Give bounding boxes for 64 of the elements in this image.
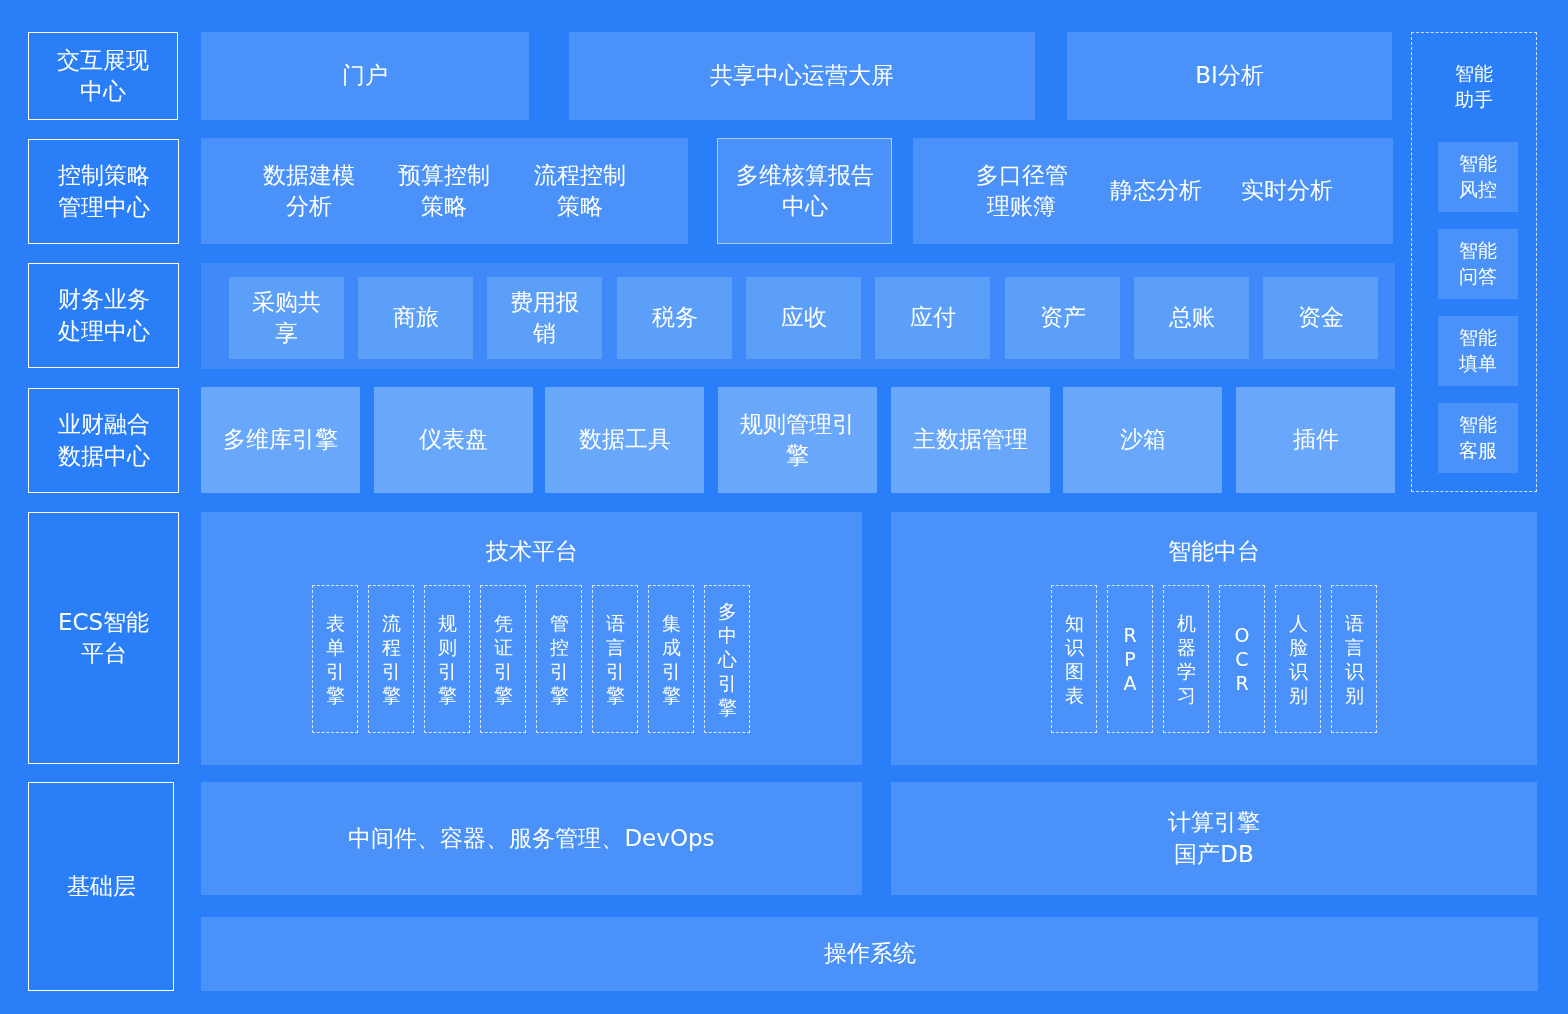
panel-heading: 智能中台 xyxy=(1167,537,1261,566)
module-box: 门户 xyxy=(201,32,529,120)
panel-heading: 智能助手 xyxy=(1454,61,1494,112)
module-label: 流程控制策略 xyxy=(533,160,628,221)
engine-box: 规则引擎 xyxy=(424,585,470,733)
engine-box: 管控引擎 xyxy=(536,585,582,733)
engine-box: 凭证引擎 xyxy=(480,585,526,733)
module-box: 智能填单 xyxy=(1438,316,1518,386)
module-label: 多口径管理账簿 xyxy=(974,160,1069,221)
module-box: 仪表盘 xyxy=(374,387,533,493)
engine-box: 语言识别 xyxy=(1331,585,1377,733)
module-box: 中间件、容器、服务管理、DevOps xyxy=(201,782,862,895)
engine-box: 语言引擎 xyxy=(592,585,638,733)
module-box: 智能问答 xyxy=(1438,229,1518,299)
engine-box: 流程引擎 xyxy=(368,585,414,733)
module-label: 实时分析 xyxy=(1241,176,1334,206)
module-box: 规则管理引擎 xyxy=(718,387,877,493)
module-box: 资产 xyxy=(1005,277,1120,359)
platform-panel xyxy=(891,512,1537,765)
module-label: 国产DB xyxy=(1174,839,1254,869)
module-box: BI分析 xyxy=(1067,32,1392,120)
module-box: 沙箱 xyxy=(1063,387,1222,493)
engine-box: RPA xyxy=(1107,585,1153,733)
category-box: ECS智能平台 xyxy=(28,512,179,764)
module-box: 采购共享 xyxy=(229,277,344,359)
band-background xyxy=(201,263,1395,369)
module-box: 主数据管理 xyxy=(891,387,1050,493)
engine-box: 多中心引擎 xyxy=(704,585,750,733)
module-box: 操作系统 xyxy=(201,917,1538,991)
engine-box: 人脸识别 xyxy=(1275,585,1321,733)
engine-box: 知识图表 xyxy=(1051,585,1097,733)
module-box xyxy=(201,138,688,244)
module-box: 商旅 xyxy=(358,277,473,359)
platform-panel xyxy=(201,512,862,765)
module-label: 数据建模分析 xyxy=(261,160,356,221)
module-box: 多维核算报告中心 xyxy=(717,138,892,244)
module-box: 多维库引擎 xyxy=(201,387,360,493)
module-box: 应付 xyxy=(875,277,990,359)
category-box: 交互展现中心 xyxy=(28,32,178,120)
module-box xyxy=(891,782,1537,895)
engine-box: 表单引擎 xyxy=(312,585,358,733)
module-label: 预算控制策略 xyxy=(397,160,492,221)
category-box: 财务业务处理中心 xyxy=(28,263,179,368)
module-box: 应收 xyxy=(746,277,861,359)
module-box xyxy=(913,138,1393,244)
module-box: 税务 xyxy=(617,277,732,359)
category-box: 业财融合数据中心 xyxy=(28,388,179,493)
module-box: 费用报销 xyxy=(487,277,602,359)
module-box: 总账 xyxy=(1134,277,1249,359)
module-label: 计算引擎 xyxy=(1168,808,1260,838)
module-label: 静态分析 xyxy=(1110,176,1203,206)
engine-box: OCR xyxy=(1219,585,1265,733)
category-box: 基础层 xyxy=(28,782,174,991)
panel-heading: 技术平台 xyxy=(484,537,579,566)
module-box: 插件 xyxy=(1236,387,1395,493)
module-box: 智能风控 xyxy=(1438,142,1518,212)
engine-box: 集成引擎 xyxy=(648,585,694,733)
module-box: 数据工具 xyxy=(545,387,704,493)
module-box: 智能客服 xyxy=(1438,403,1518,473)
engine-box: 机器学习 xyxy=(1163,585,1209,733)
module-box: 共享中心运营大屏 xyxy=(569,32,1035,120)
module-box: 资金 xyxy=(1263,277,1378,359)
category-box: 控制策略管理中心 xyxy=(28,139,179,244)
dashed-panel xyxy=(1411,32,1537,492)
